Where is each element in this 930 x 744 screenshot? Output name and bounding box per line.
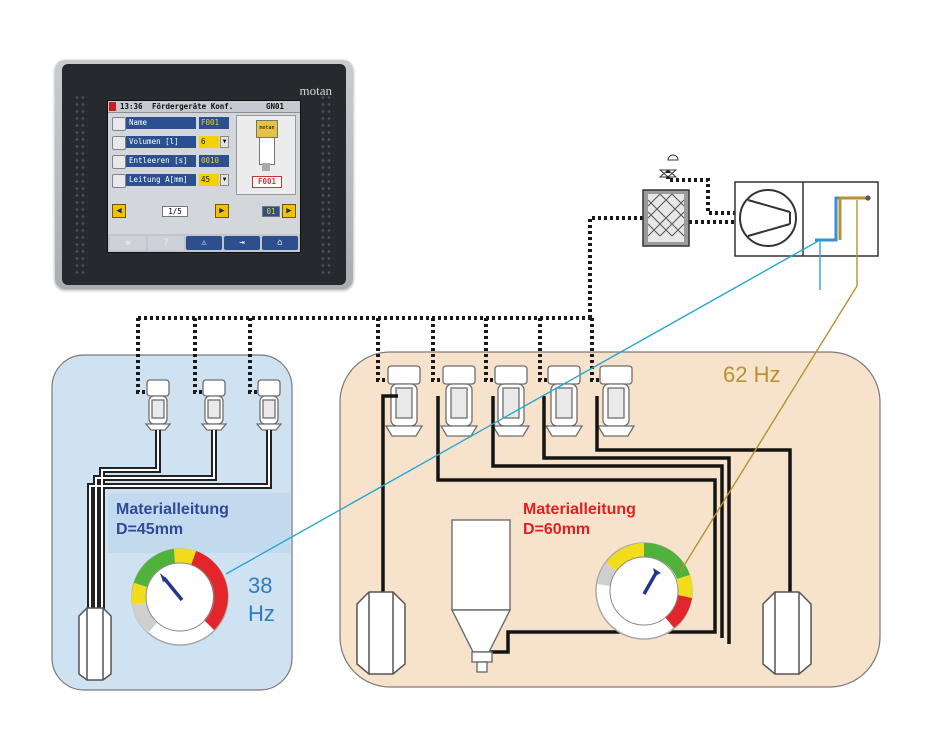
gauge-yellow-segment-2	[131, 583, 147, 605]
next-page-button[interactable]: ▶	[215, 204, 229, 218]
prev-page-button[interactable]: ◀	[112, 204, 126, 218]
gauge-needle	[162, 576, 184, 602]
right-line-label: Materialleitung D=60mm	[523, 500, 636, 540]
field-volume[interactable]: Volumen [l] 6 ▼	[112, 135, 232, 150]
left-line-label-title: Materialleitung	[116, 501, 229, 518]
home-icon[interactable]: ⌂	[262, 236, 298, 250]
tab-gn01[interactable]: GN01	[266, 102, 285, 111]
chevron-down-icon[interactable]: ▼	[220, 174, 229, 186]
bezel-dots-right	[320, 94, 334, 274]
vacuum-blower-unit	[734, 181, 879, 257]
field-line-diameter[interactable]: Leitung A[mm] 45 ▼	[112, 173, 232, 188]
hmi-bezel: motan 13:36 Fördergeräte Konf. GN01 Name…	[62, 64, 346, 285]
name-tag-icon	[112, 117, 126, 131]
silo-icon	[450, 519, 512, 673]
gauge-red-segment	[191, 551, 228, 630]
receiver-icon	[255, 379, 283, 431]
gauge-yellow-segment	[677, 575, 693, 598]
pressure-gauge-right	[595, 542, 693, 640]
preview-brand: motan	[256, 120, 278, 138]
warning-icon[interactable]: ⚠	[186, 236, 222, 250]
preview-id: F001	[252, 176, 282, 188]
clock: 13:36	[120, 102, 143, 111]
signal-line-right-diag	[679, 285, 858, 573]
right-frequency: 62 Hz	[723, 362, 781, 387]
bezel-dots-left	[74, 94, 88, 274]
material-lines-right	[381, 394, 792, 654]
storage-containers	[78, 591, 812, 681]
container-icon	[762, 591, 812, 675]
right-line-label-diameter: D=60mm	[523, 521, 591, 538]
discharge-arrow-icon	[112, 155, 126, 169]
receiver-icon	[144, 379, 172, 431]
gauge-red-segment	[665, 595, 692, 628]
left-line-label-diameter: D=45mm	[116, 521, 184, 538]
pressure-gauge-left	[131, 548, 229, 646]
unit-selector[interactable]: 01	[262, 206, 280, 217]
chevron-down-icon[interactable]: ▼	[220, 136, 229, 148]
left-line-label: Materialleitung D=45mm	[116, 500, 229, 540]
receiver-icon	[596, 365, 636, 437]
help-icon[interactable]: ?	[148, 236, 184, 250]
gauge-grey-segment	[132, 603, 157, 633]
alarm-flag-icon	[109, 102, 116, 111]
hmi-control-panel: motan 13:36 Fördergeräte Konf. GN01 Name…	[55, 60, 353, 289]
exit-icon[interactable]: ⇥	[224, 236, 260, 250]
blower-pump-icon	[739, 189, 797, 247]
gauge-needle	[642, 572, 658, 595]
hmi-screen: 13:36 Fördergeräte Konf. GN01 Name F001 …	[107, 100, 301, 253]
pipe-icon	[112, 174, 126, 188]
volume-icon	[112, 136, 126, 150]
wrench-icon[interactable]: ⚒	[110, 236, 146, 250]
vacuum-filter-icon	[642, 154, 690, 247]
receiver-icon	[439, 365, 479, 437]
vacuum-line-network	[136, 170, 735, 394]
screen-title-bar: 13:36 Fördergeräte Konf. GN01	[108, 101, 300, 113]
gauge-green-segment	[644, 542, 690, 579]
gauge-yellow-segment	[174, 548, 196, 565]
receiver-icon	[200, 379, 228, 431]
container-icon	[356, 591, 406, 675]
next-unit-button[interactable]: ▶	[282, 204, 296, 218]
screen-bottom-bar: ⚒ ? ⚠ ⇥ ⌂	[108, 234, 300, 252]
page-indicator: 1/5	[162, 206, 188, 217]
gauge-grey-segment	[597, 563, 617, 586]
left-label-highlight	[108, 493, 290, 553]
screen-title: Fördergeräte Konf.	[152, 102, 234, 111]
container-icon	[78, 607, 112, 681]
field-discharge[interactable]: Entleeren [s] 0010	[112, 154, 232, 169]
preview-receiver-icon	[259, 137, 275, 165]
left-frequency: 38 Hz	[248, 573, 275, 626]
receiver-icon	[384, 365, 424, 437]
receiver-icon	[491, 365, 531, 437]
field-name[interactable]: Name F001	[112, 116, 232, 131]
right-line-label-title: Materialleitung	[523, 501, 636, 518]
signal-line-left	[225, 239, 821, 575]
gauge-yellow-segment-2	[606, 543, 644, 571]
gauge-green-segment	[134, 549, 175, 587]
receiver-preview: motan F001	[236, 115, 296, 195]
material-lines-left	[87, 430, 272, 620]
